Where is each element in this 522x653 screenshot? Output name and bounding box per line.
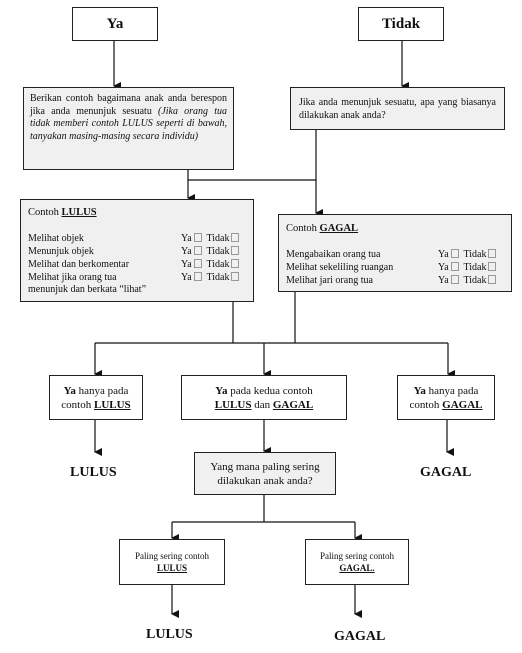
tidak-checkbox[interactable] bbox=[488, 275, 497, 284]
outcome-gagal-2: GAGAL bbox=[334, 629, 386, 644]
tidak-checkbox[interactable] bbox=[231, 259, 240, 268]
gagal-item-3: Melihat jari orang tua bbox=[286, 275, 373, 286]
lulus-item-4-choices: Ya Tidak bbox=[181, 272, 240, 284]
lulus-item-1: Melihat objek bbox=[28, 233, 84, 244]
lulus-item-4: Melihat jika orang tua bbox=[28, 272, 117, 283]
sub-right-box: Paling sering contoh GAGAL. bbox=[305, 539, 409, 585]
tidak-checkbox[interactable] bbox=[488, 249, 497, 258]
ya-checkbox[interactable] bbox=[193, 233, 202, 242]
question-box: Yang mana paling sering dilakukan anak a… bbox=[194, 452, 336, 495]
ya-checkbox[interactable] bbox=[450, 275, 459, 284]
gagal-item-1-choices: Ya Tidak bbox=[438, 249, 497, 261]
gagal-item-2: Melihat sekeliling ruangan bbox=[286, 262, 394, 273]
tidak-checkbox[interactable] bbox=[231, 233, 240, 242]
lulus-item-3-choices: Ya Tidak bbox=[181, 259, 240, 271]
branch-left-box: Ya hanya pada contoh LULUS bbox=[49, 375, 143, 420]
ya-checkbox[interactable] bbox=[193, 246, 202, 255]
tidak-box: Tidak bbox=[358, 7, 444, 41]
lulus-item-2-choices: Ya Tidak bbox=[181, 246, 240, 258]
tidak-checkbox[interactable] bbox=[231, 246, 240, 255]
ya-label: Ya bbox=[106, 15, 124, 32]
ya-checkbox[interactable] bbox=[193, 272, 202, 281]
left-prompt-box: Berikan contoh bagaimana anak anda beres… bbox=[23, 87, 234, 170]
outcome-gagal-1: GAGAL bbox=[420, 465, 472, 480]
lulus-examples-box: Contoh LULUS Melihat objek Menunjuk obje… bbox=[20, 199, 254, 302]
ya-checkbox[interactable] bbox=[450, 249, 459, 258]
branch-right-box: Ya hanya pada contoh GAGAL bbox=[397, 375, 495, 420]
ya-checkbox[interactable] bbox=[193, 259, 202, 268]
right-prompt-box: Jika anda menunjuk sesuatu, apa yang bia… bbox=[290, 87, 505, 130]
lulus-item-1-choices: Ya Tidak bbox=[181, 233, 240, 245]
gagal-box-title: Contoh GAGAL bbox=[286, 223, 359, 234]
outcome-lulus-1: LULUS bbox=[70, 465, 117, 480]
gagal-examples-box: Contoh GAGAL Mengabaikan orang tua Melih… bbox=[278, 214, 512, 292]
ya-checkbox[interactable] bbox=[450, 262, 459, 271]
outcome-lulus-2: LULUS bbox=[146, 627, 193, 642]
lulus-item-4-cont: menunjuk dan berkata “lihat” bbox=[28, 284, 147, 295]
left-prompt-text: Berikan contoh bagaimana anak anda beres… bbox=[30, 93, 227, 117]
lulus-box-title: Contoh LULUS bbox=[28, 207, 97, 218]
gagal-item-1: Mengabaikan orang tua bbox=[286, 249, 381, 260]
lulus-item-2: Menunjuk objek bbox=[28, 246, 94, 257]
left-prompt-italic: (Jika orang tua tidak memberi contoh LUL… bbox=[30, 105, 227, 142]
tidak-checkbox[interactable] bbox=[488, 262, 497, 271]
right-prompt-text: Jika anda menunjuk sesuatu, apa yang bia… bbox=[299, 97, 496, 121]
tidak-checkbox[interactable] bbox=[231, 272, 240, 281]
gagal-item-2-choices: Ya Tidak bbox=[438, 262, 497, 274]
sub-left-box: Paling sering contoh LULUS bbox=[119, 539, 225, 585]
question-text: Yang mana paling sering dilakukan anak a… bbox=[210, 460, 320, 487]
lulus-item-3: Melihat dan berkomentar bbox=[28, 259, 130, 270]
gagal-item-3-choices: Ya Tidak bbox=[438, 275, 497, 287]
tidak-label: Tidak bbox=[381, 15, 421, 32]
ya-box: Ya bbox=[72, 7, 158, 41]
